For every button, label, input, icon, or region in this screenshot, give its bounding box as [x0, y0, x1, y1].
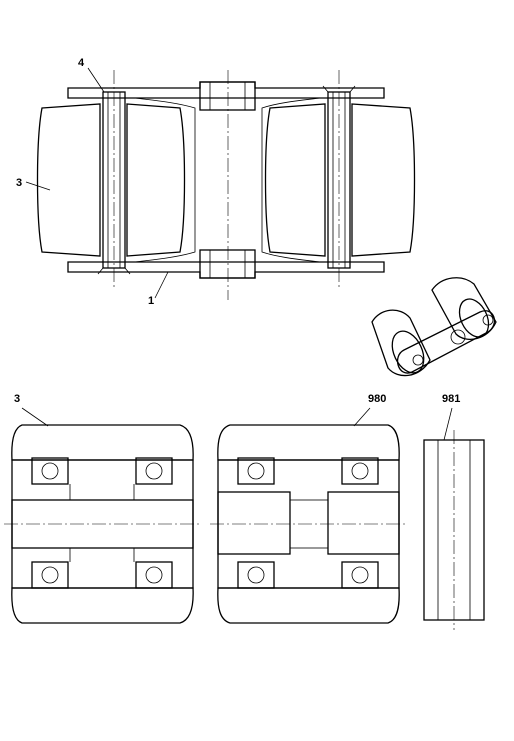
right-roller-outer	[351, 103, 416, 257]
bushing-980-left	[217, 491, 291, 555]
label-part-4: 4	[78, 57, 85, 69]
label-part-3-top: 3	[16, 177, 22, 189]
sleeve-981-right-wall	[469, 439, 485, 621]
sleeve-981	[423, 407, 485, 630]
roller-assembly-3	[4, 407, 200, 624]
iso-roller-back-end	[458, 298, 490, 338]
label-part-980: 980	[368, 393, 386, 405]
roller-assembly-980	[210, 407, 406, 624]
frame-web	[134, 97, 321, 263]
right-roller-inner	[264, 103, 326, 257]
iso-roller-back	[431, 277, 497, 340]
label-part-1: 1	[148, 295, 154, 307]
sleeve-981-left-wall	[423, 439, 439, 621]
label-part-3-bottom: 3	[14, 393, 20, 405]
bearings-980	[237, 457, 379, 589]
top-section-view	[25, 67, 416, 300]
bushing-980-right	[327, 491, 400, 555]
left-roller-outer	[36, 103, 101, 257]
tire-3-top	[11, 424, 194, 461]
isometric-roller-sketch	[371, 277, 497, 377]
tire-980-top	[217, 424, 400, 461]
side-plate-bottom	[67, 261, 385, 279]
bearings-3	[31, 457, 173, 589]
center-bushing-top	[199, 81, 256, 111]
iso-roller-front-end	[391, 330, 425, 374]
left-roller-inner	[126, 103, 186, 257]
tire-3-bottom	[11, 587, 194, 624]
label-part-981: 981	[442, 393, 460, 405]
iso-roller-front	[371, 309, 431, 377]
side-plate-top	[67, 81, 385, 99]
tire-980-bottom	[217, 587, 400, 624]
iso-link-plate	[396, 310, 496, 374]
center-bushing-bottom	[199, 249, 256, 279]
